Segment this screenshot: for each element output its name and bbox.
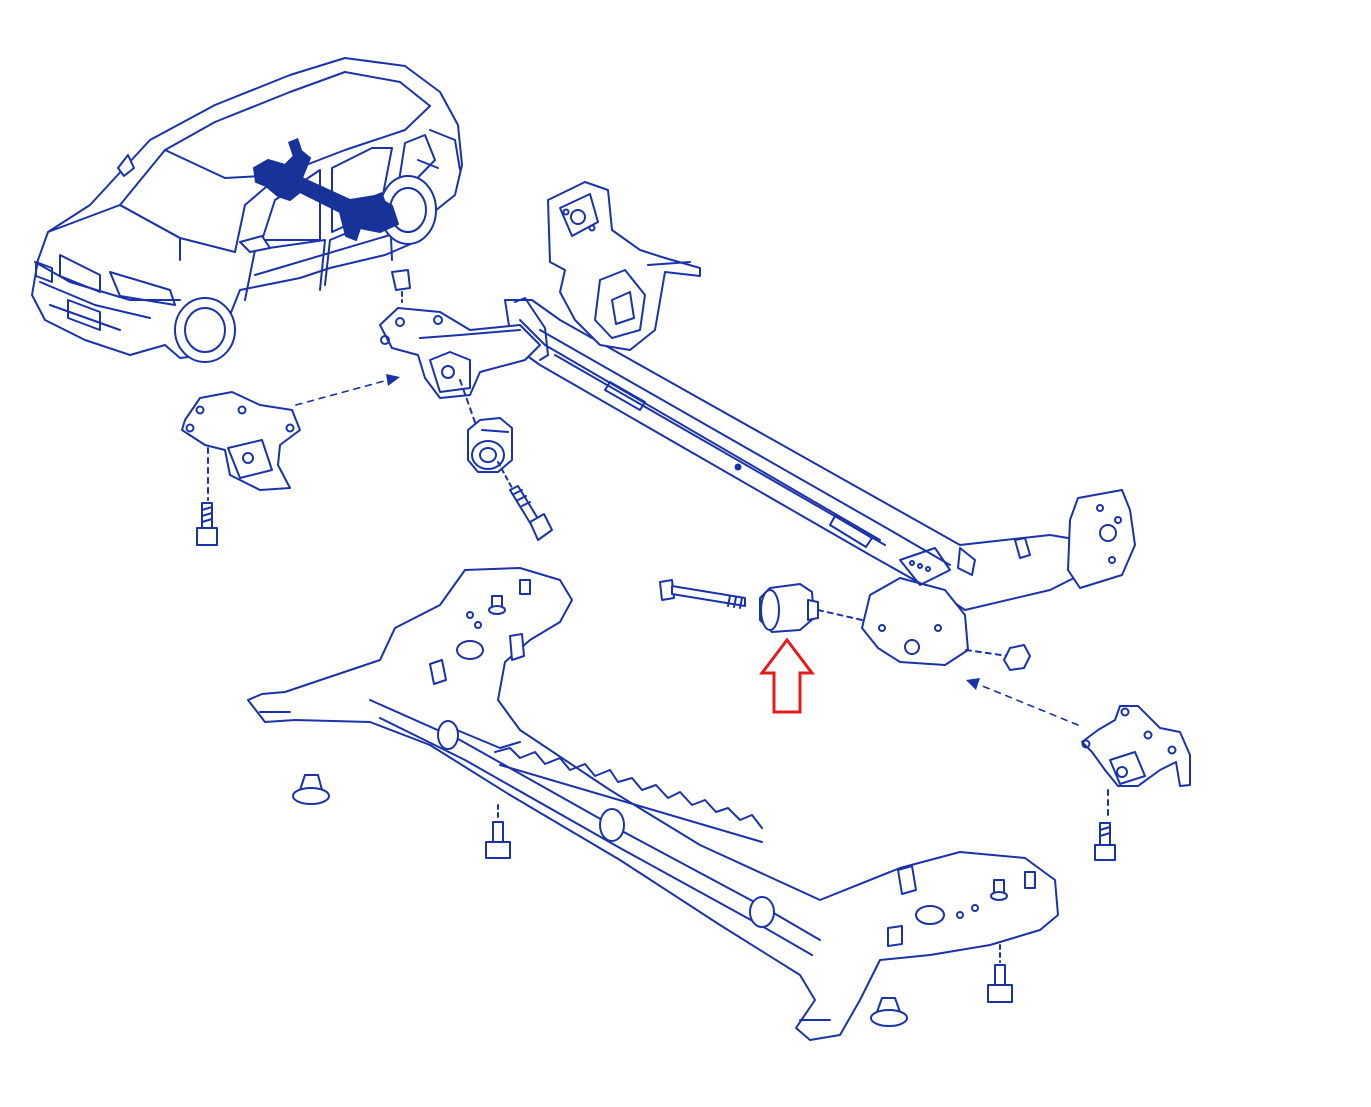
rear-axle-beam (379, 181, 1136, 666)
underbody-protection-tray (247, 567, 1059, 1041)
vehicle-outline (31, 57, 463, 363)
plastic-clip-2 (870, 997, 908, 1027)
vehicle-axle-highlight (253, 138, 399, 241)
right-silent-block-bushing (759, 583, 863, 633)
tray-screw-2 (987, 944, 1013, 1003)
right-bracket-bolt (1094, 822, 1116, 861)
right-bracket-assembly-arrow (966, 678, 1079, 726)
callout-up-arrow-icon (758, 637, 816, 714)
right-mounting-bracket (1081, 705, 1191, 821)
right-bushing-nut (965, 644, 1031, 671)
left-bracket-assembly-arrow (295, 374, 400, 406)
tray-screw-1 (485, 804, 511, 859)
left-silent-block-bushing (459, 379, 513, 473)
right-through-bolt (659, 579, 746, 609)
left-mounting-bracket (181, 391, 301, 501)
left-through-bolt (497, 461, 553, 541)
left-bracket-bolt (196, 502, 218, 546)
plastic-clip-1 (292, 774, 330, 805)
